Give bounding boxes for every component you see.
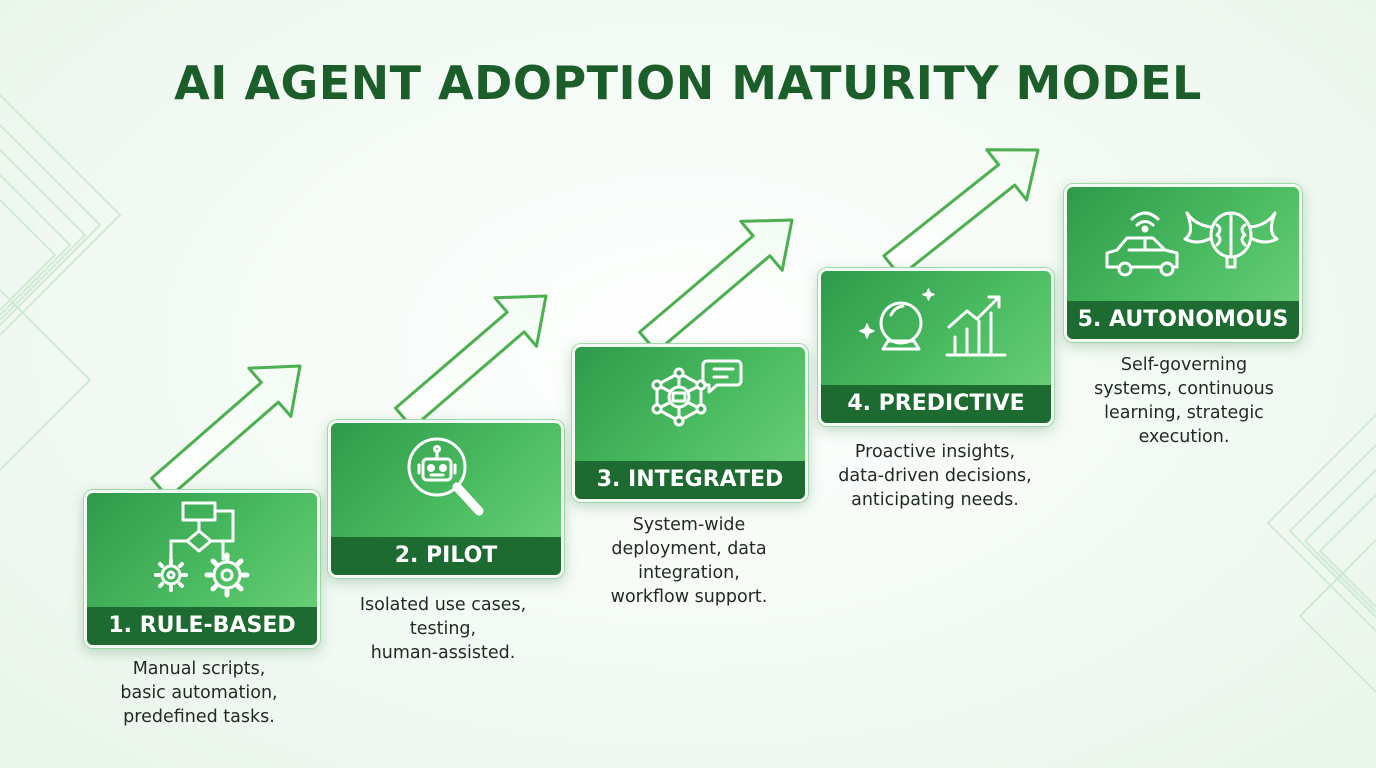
- robot-magnifier-icon: [407, 437, 484, 516]
- growth-arrow-3: [638, 218, 794, 354]
- stage-card-integrated: 3. INTEGRATED: [572, 344, 808, 502]
- left-line-pattern: [0, 94, 122, 471]
- growth-arrow-4: [882, 148, 1040, 278]
- stage-description-integrated: System-wide deployment, data integration…: [610, 515, 768, 607]
- flowchart-gears-icon: [154, 501, 250, 598]
- network-chat-icon: [651, 359, 743, 427]
- stage-card-predictive: 4. PREDICTIVE: [818, 268, 1054, 426]
- stage-card-pilot: 2. PILOT: [328, 420, 564, 578]
- stage-label: 5. AUTONOMOUS: [1067, 301, 1299, 339]
- stage-label: 3. INTEGRATED: [575, 461, 805, 499]
- car-winged-brain-icon: [1105, 211, 1279, 277]
- growth-arrow-2: [394, 294, 548, 430]
- stage-label: 1. RULE-BASED: [87, 607, 317, 645]
- stage-description-rule-based: Manual scripts, basic automation, predef…: [120, 659, 278, 727]
- page-title: AI AGENT ADOPTION MATURITY MODEL: [174, 56, 1202, 110]
- stage-card-autonomous: 5. AUTONOMOUS: [1064, 184, 1302, 342]
- growth-arrow-1: [150, 364, 302, 500]
- stage-label: 2. PILOT: [331, 537, 561, 575]
- stage-label: 4. PREDICTIVE: [821, 385, 1051, 423]
- right-line-pattern: [1266, 414, 1376, 693]
- stage-description-autonomous: Self-governing systems, continuous learn…: [1094, 355, 1274, 447]
- stage-card-rule-based: 1. RULE-BASED: [84, 490, 320, 648]
- crystal-ball-chart-icon: [859, 288, 1007, 357]
- stage-description-pilot: Isolated use cases, testing, human-assis…: [359, 595, 527, 663]
- growth-arrows: [150, 148, 1040, 500]
- stage-description-predictive: Proactive insights, data-driven decision…: [838, 442, 1032, 510]
